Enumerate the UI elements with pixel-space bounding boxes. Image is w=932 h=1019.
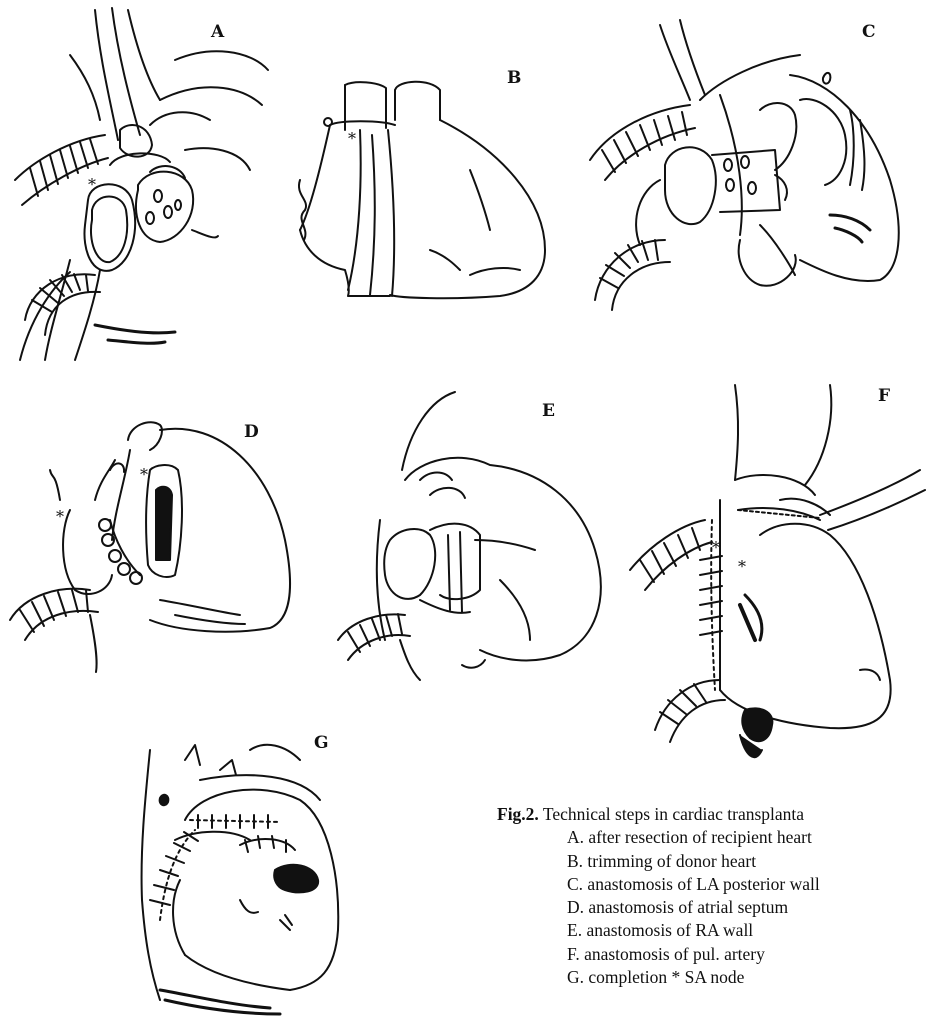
panel-b-drawing: * bbox=[299, 82, 545, 299]
panel-f-drawing: * * bbox=[630, 385, 925, 757]
svg-text:*: * bbox=[712, 538, 720, 557]
caption-title: Technical steps in cardiac transplanta bbox=[543, 804, 804, 824]
svg-text:*: * bbox=[140, 465, 148, 484]
caption-item-d: D. anastomosis of atrial septum bbox=[567, 896, 932, 919]
caption-item-e: E. anastomosis of RA wall bbox=[567, 919, 932, 942]
panel-label-f: F bbox=[878, 386, 890, 406]
svg-text:*: * bbox=[88, 175, 96, 194]
panel-label-e: E bbox=[542, 401, 555, 421]
panel-c-drawing bbox=[590, 20, 899, 310]
caption-item-a: A. after resection of recipient heart bbox=[567, 826, 932, 849]
panel-g-drawing bbox=[142, 745, 339, 1014]
panel-label-g: G bbox=[314, 733, 329, 753]
svg-text:*: * bbox=[348, 129, 356, 148]
caption-item-g: G. completion * SA node bbox=[567, 966, 932, 989]
panel-label-a: A bbox=[211, 22, 224, 42]
caption-items: A. after resection of recipient heart B.… bbox=[567, 826, 932, 989]
caption-item-b: B. trimming of donor heart bbox=[567, 850, 932, 873]
caption-item-c: C. anastomosis of LA posterior wall bbox=[567, 873, 932, 896]
svg-text:*: * bbox=[738, 557, 746, 576]
panel-a-drawing: * bbox=[15, 8, 268, 360]
figure-caption: Fig.2. Technical steps in cardiac transp… bbox=[497, 803, 932, 989]
panel-e-drawing bbox=[338, 392, 601, 680]
panel-label-c: C bbox=[862, 22, 876, 42]
svg-text:*: * bbox=[56, 507, 64, 526]
panel-label-d: D bbox=[244, 422, 259, 442]
caption-figure-number: Fig.2. bbox=[497, 804, 539, 824]
panel-d-drawing: * * bbox=[10, 422, 290, 672]
caption-item-f: F. anastomosis of pul. artery bbox=[567, 943, 932, 966]
caption-title-line: Fig.2. Technical steps in cardiac transp… bbox=[497, 803, 932, 826]
panel-label-b: B bbox=[507, 68, 521, 88]
